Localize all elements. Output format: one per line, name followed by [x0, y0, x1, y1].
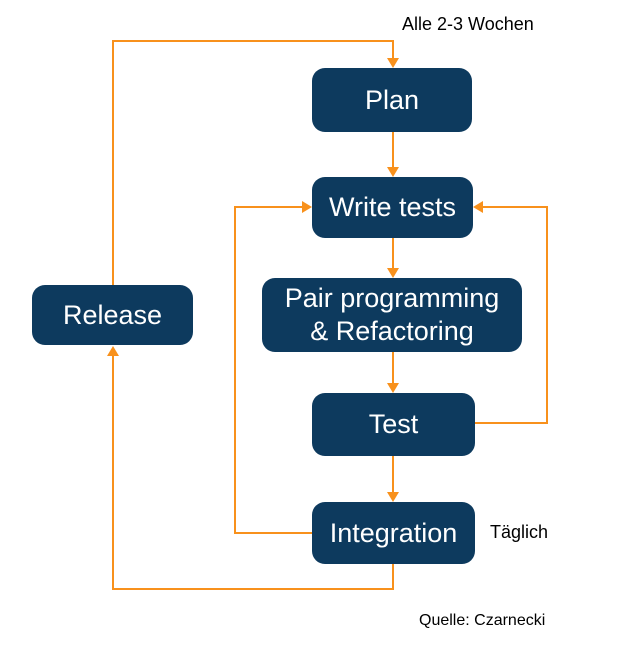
edge-plan-to-writetests — [392, 132, 394, 169]
arrowhead-into-plan — [387, 58, 399, 68]
node-write-tests: Write tests — [312, 177, 473, 238]
node-release-label: Release — [62, 299, 163, 330]
arrowhead-into-release — [107, 346, 119, 356]
edge-release-to-plan-vertical-left — [112, 40, 114, 285]
arrowhead-into-integration — [387, 492, 399, 502]
node-test: Test — [312, 393, 475, 456]
edge-release-to-plan-horizontal-top — [112, 40, 394, 42]
node-plan: Plan — [312, 68, 472, 132]
node-test-label: Test — [368, 409, 419, 439]
arrowhead-into-pair — [387, 268, 399, 278]
edge-integration-to-release-horizontal-bottom — [112, 588, 394, 590]
edge-integration-to-release-vertical-left — [112, 356, 114, 590]
edge-pair-to-test — [392, 352, 394, 384]
edge-integration-to-writetests-horizontal-bottom — [234, 532, 312, 534]
arrowhead-into-writetests-right — [473, 201, 483, 213]
node-pair-programming: Pair programming & Refactoring — [262, 278, 522, 352]
edge-integration-to-release-vertical-right — [392, 564, 394, 590]
node-release: Release — [32, 285, 193, 345]
node-plan-label: Plan — [364, 84, 420, 115]
edge-writetests-to-pair — [392, 238, 394, 269]
edge-test-to-writetests-vertical — [546, 206, 548, 424]
edge-integration-to-writetests-horizontal-top — [234, 206, 302, 208]
source-note: Quelle: Czarnecki — [419, 612, 546, 629]
arrowhead-into-test — [387, 383, 399, 393]
edge-test-to-integration — [392, 456, 394, 493]
node-integration-label: Integration — [329, 517, 458, 548]
node-pair-programming-line2: & Refactoring — [310, 316, 474, 346]
edge-test-to-writetests-horizontal-bottom — [475, 422, 548, 424]
daily-note: Täglich — [490, 522, 549, 542]
cycle-note: Alle 2-3 Wochen — [402, 14, 534, 34]
node-write-tests-label: Write tests — [328, 192, 457, 222]
edge-test-to-writetests-horizontal-top — [483, 206, 548, 208]
arrowhead-into-writetests-top — [387, 167, 399, 177]
edge-release-to-plan-vertical-right — [392, 40, 394, 59]
node-integration: Integration — [312, 502, 475, 564]
edge-integration-to-writetests-vertical — [234, 206, 236, 534]
arrowhead-into-writetests-left — [302, 201, 312, 213]
node-pair-programming-line1: Pair programming — [284, 283, 500, 313]
